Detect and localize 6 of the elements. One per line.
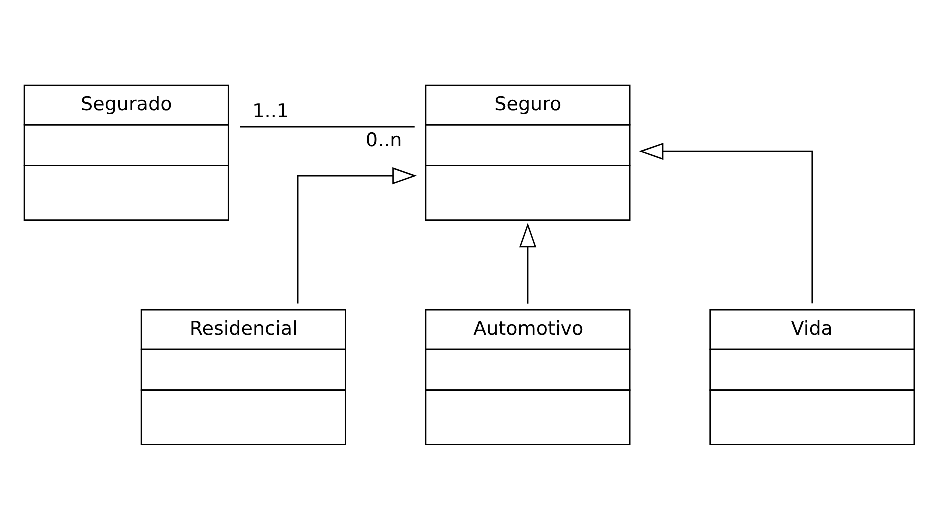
arrow [639,142,814,304]
node-label: 1..1 [252,100,290,123]
connector [240,126,415,128]
arrow [297,167,418,304]
node-label: 0..n [366,129,402,152]
arrow [519,223,537,304]
